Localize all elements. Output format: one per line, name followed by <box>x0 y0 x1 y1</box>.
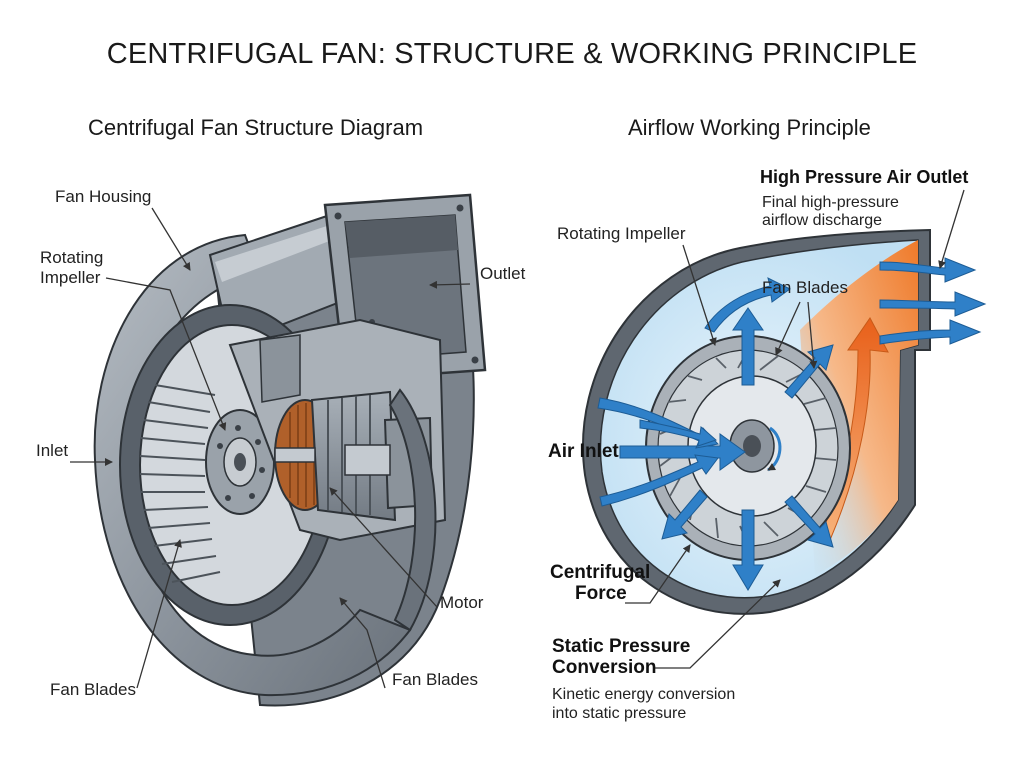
airflow-arrows <box>597 257 987 591</box>
label-static-desc-line1: Kinetic energy conversion <box>552 686 736 703</box>
page-title: CENTRIFUGAL FAN: STRUCTURE & WORKING PRI… <box>106 38 918 70</box>
structure-heading: Centrifugal Fan Structure Diagram <box>88 115 424 140</box>
label-rotating-impeller-line2: Impeller <box>40 268 101 287</box>
label-rotating-impeller-line1: Rotating <box>40 248 104 267</box>
label-static-pressure-line2: Conversion <box>552 657 657 678</box>
structure-leaders <box>70 207 471 689</box>
label-centrifugal-line1: Centrifugal <box>550 562 651 583</box>
airflow-leaders <box>625 189 965 669</box>
label-outlet-desc-line1: Final high-pressure <box>762 194 899 211</box>
label-outlet-desc-line2: airflow discharge <box>762 212 883 229</box>
label-fan-blades-right: Fan Blades <box>392 670 478 689</box>
label-motor: Motor <box>440 593 484 612</box>
airflow-heading: Airflow Working Principle <box>628 115 871 140</box>
label-air-inlet: Air Inlet <box>548 441 619 462</box>
label-rotating-impeller: Rotating Impeller <box>557 224 686 243</box>
airflow-illustration <box>582 228 931 615</box>
label-fan-blades-left: Fan Blades <box>50 680 136 699</box>
label-fan-housing: Fan Housing <box>55 187 152 206</box>
label-outlet: Outlet <box>480 264 526 283</box>
label-static-pressure-line1: Static Pressure <box>552 636 691 657</box>
label-inlet: Inlet <box>36 441 69 460</box>
label-centrifugal-line2: Force <box>575 583 627 604</box>
label-static-desc-line2: into static pressure <box>552 705 687 722</box>
label-high-pressure-outlet: High Pressure Air Outlet <box>760 167 969 187</box>
label-air-fan-blades: Fan Blades <box>762 278 848 297</box>
fan-structure-illustration <box>93 193 487 707</box>
